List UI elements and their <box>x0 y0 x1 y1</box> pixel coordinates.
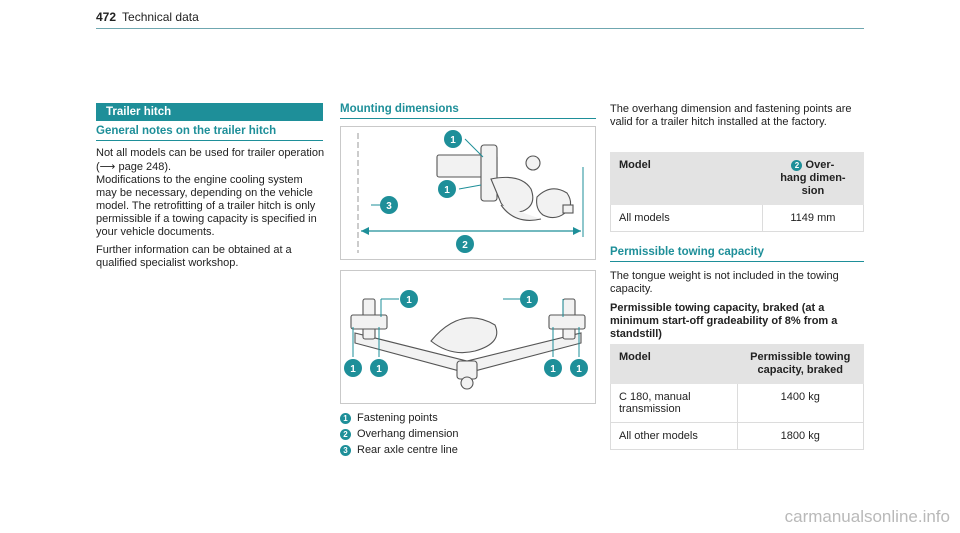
watermark: carmanualsonline.info <box>784 507 950 526</box>
subheading: General notes on the trailer hitch <box>96 125 277 137</box>
callout-2-label: 2 <box>462 240 468 251</box>
overhang-col-model: Model <box>610 152 763 205</box>
reference-arrow-icon: ⟶ <box>99 160 116 173</box>
towing-rule <box>610 261 864 262</box>
mounting-heading: Mounting dimensions <box>340 103 459 115</box>
towing-col-capacity: Permissible towing capacity, braked <box>736 344 864 384</box>
towing-col-model: Model <box>610 344 738 384</box>
page-reference-link[interactable]: page 248). <box>115 161 172 173</box>
page-header: 472 Technical data <box>96 10 199 24</box>
hitch-rear-body <box>350 298 586 390</box>
page-number: 472 <box>96 10 117 24</box>
rear-view-drawing: 1 1 1 1 1 1 <box>344 290 588 390</box>
rear-callout-lines <box>352 298 580 357</box>
callout-1-mid-label: 1 <box>444 185 450 196</box>
rear-callout-1e: 1 <box>550 364 556 375</box>
towing-table: Model Permissible towing capacity, brake… <box>610 344 864 450</box>
overhang-col-dimension: 2 Over- hang dimen- sion <box>761 152 865 205</box>
paragraph-3: Further information can be obtained at a… <box>96 244 292 269</box>
towing-heading: Permissible towing capacity <box>610 246 765 258</box>
rear-callout-1b: 1 <box>526 295 532 306</box>
table-row: C 180, manual transmission 1400 kg <box>610 383 864 423</box>
rear-callout-1d: 1 <box>376 364 382 375</box>
left-text: Not all models can be used for trailer o… <box>96 147 326 270</box>
callout-3 <box>380 196 398 214</box>
hitch-side-body <box>436 144 574 221</box>
intro-paragraph: The overhang dimension and fastening poi… <box>610 103 852 128</box>
table-row: All other models 1800 kg <box>610 422 864 450</box>
callout-3-label: 3 <box>386 201 392 212</box>
subheading-rule <box>96 140 323 141</box>
side-view-figure: 1 1 3 2 <box>340 126 596 260</box>
callout-1-mid <box>438 180 456 198</box>
section-title: Technical data <box>122 10 199 24</box>
side-view-drawing: 1 1 3 2 <box>357 130 584 253</box>
paragraph-2: Modifications to the engine cooling syst… <box>96 174 317 238</box>
section-banner: Trailer hitch <box>96 103 323 121</box>
callout-line-mid <box>458 184 482 190</box>
table-row: All models 1149 mm <box>610 204 865 232</box>
rear-callout-1a: 1 <box>406 295 412 306</box>
arrow-head-right <box>573 227 581 235</box>
callout-line-top <box>464 138 484 158</box>
towing-bold-paragraph: Permissible towing capacity, braked (at … <box>610 302 838 340</box>
callout-1-top <box>444 130 462 148</box>
rear-callouts: 1 1 1 1 1 1 <box>344 290 588 377</box>
header-rule <box>96 28 864 29</box>
overhang-table: Model 2 Over- hang dimen- sion All model… <box>610 152 865 232</box>
rear-callout-1c: 1 <box>350 364 356 375</box>
mounting-rule <box>340 118 596 119</box>
rear-callout-1f: 1 <box>576 364 582 375</box>
callout-1-top-label: 1 <box>450 135 456 146</box>
callout-2 <box>456 235 474 253</box>
tongue-paragraph: The tongue weight is not included in the… <box>610 270 839 295</box>
rear-view-figure: 1 1 1 1 1 1 <box>340 270 596 404</box>
arrow-head-left <box>361 227 369 235</box>
paragraph-1: Not all models can be used for trailer o… <box>96 147 325 173</box>
